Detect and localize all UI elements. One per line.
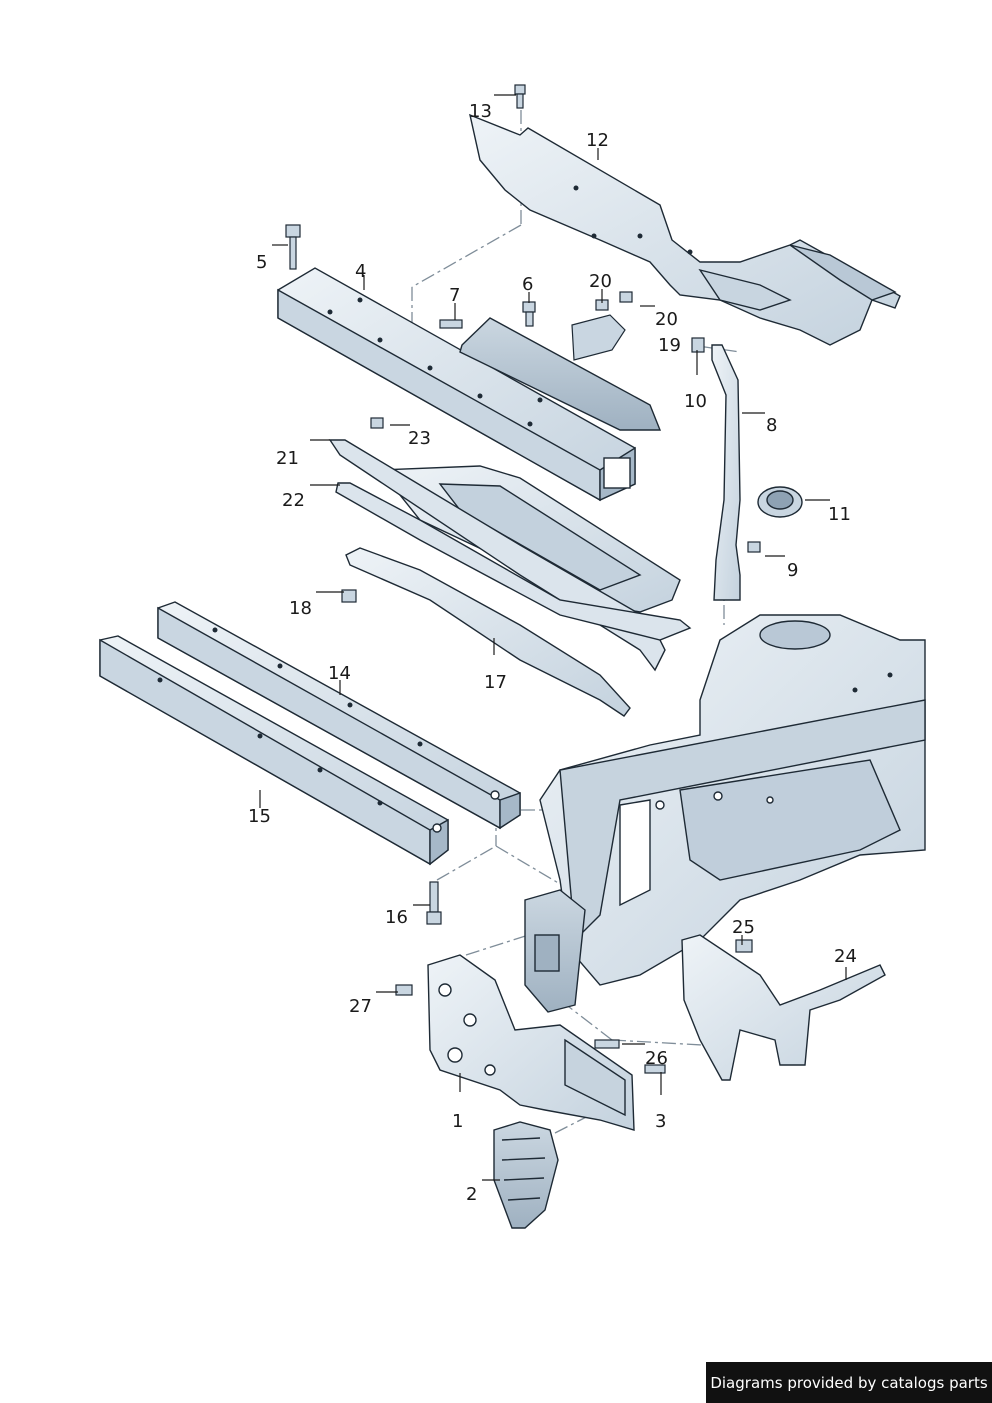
part-2-crash-pad bbox=[493, 1121, 559, 1229]
callout-21[interactable]: 21 bbox=[276, 448, 299, 469]
part-24-side-bracket bbox=[681, 934, 886, 1081]
bolt-26-icon bbox=[594, 1039, 620, 1049]
fasteners bbox=[285, 84, 761, 1074]
bolt-6-icon bbox=[522, 301, 536, 313]
bolt-25-icon bbox=[735, 939, 753, 953]
stud-7-icon bbox=[439, 319, 463, 329]
part-12-cowl-panel bbox=[469, 113, 901, 346]
callout-27[interactable]: 27 bbox=[349, 996, 372, 1017]
callout-4[interactable]: 4 bbox=[355, 261, 367, 282]
callout-8[interactable]: 8 bbox=[766, 415, 778, 436]
callout-19[interactable]: 19 bbox=[658, 335, 681, 356]
callout-11[interactable]: 11 bbox=[828, 504, 851, 525]
part-4-cross-member bbox=[277, 267, 662, 502]
callout-10[interactable]: 10 bbox=[684, 391, 707, 412]
nut-19-icon bbox=[691, 337, 705, 353]
callout-24[interactable]: 24 bbox=[834, 946, 857, 967]
bolt-23-icon bbox=[370, 417, 384, 429]
bolt-27-icon bbox=[395, 984, 413, 996]
bolt-13-icon bbox=[514, 84, 526, 95]
part-20-bracket bbox=[571, 314, 626, 361]
callout-3[interactable]: 3 bbox=[655, 1111, 667, 1132]
callout-13[interactable]: 13 bbox=[469, 101, 492, 122]
callout-7[interactable]: 7 bbox=[449, 285, 461, 306]
part-15-bar-lower bbox=[99, 635, 449, 866]
callout-2[interactable]: 2 bbox=[466, 1184, 478, 1205]
callout-17[interactable]: 17 bbox=[484, 672, 507, 693]
callout-15[interactable]: 15 bbox=[248, 806, 271, 827]
callout-22[interactable]: 22 bbox=[282, 490, 305, 511]
callout-14[interactable]: 14 bbox=[328, 663, 351, 684]
part-21-22-lock-carrier bbox=[328, 439, 692, 672]
part-17-lower-strip bbox=[345, 547, 631, 717]
callout-12[interactable]: 12 bbox=[586, 130, 609, 151]
bolt-16-icon bbox=[429, 881, 439, 913]
part-1-bracket bbox=[427, 954, 635, 1131]
part-11-grommet bbox=[757, 486, 803, 518]
vehicle-body-structure bbox=[524, 614, 926, 1013]
bolt-3-icon bbox=[644, 1064, 666, 1074]
callout-23[interactable]: 23 bbox=[408, 428, 431, 449]
callout-1[interactable]: 1 bbox=[452, 1111, 464, 1132]
credit-banner: Diagrams provided by catalogs parts bbox=[706, 1362, 992, 1403]
callout-9[interactable]: 9 bbox=[787, 560, 799, 581]
leader-lines bbox=[259, 94, 847, 1181]
callout-20b[interactable]: 20 bbox=[655, 309, 678, 330]
part-8-strut bbox=[711, 344, 741, 601]
callout-18[interactable]: 18 bbox=[289, 598, 312, 619]
callout-5[interactable]: 5 bbox=[256, 252, 268, 273]
bolt-9-icon bbox=[747, 541, 761, 553]
credit-text: Diagrams provided by catalogs parts bbox=[710, 1373, 988, 1392]
callout-16[interactable]: 16 bbox=[385, 907, 408, 928]
callout-25[interactable]: 25 bbox=[732, 917, 755, 938]
callout-6[interactable]: 6 bbox=[522, 274, 534, 295]
callout-20a[interactable]: 20 bbox=[589, 271, 612, 292]
bolt-5-icon bbox=[285, 224, 301, 238]
part-14-bar-upper bbox=[157, 601, 521, 830]
bolt-18-icon bbox=[341, 589, 357, 603]
callout-26[interactable]: 26 bbox=[645, 1048, 668, 1069]
